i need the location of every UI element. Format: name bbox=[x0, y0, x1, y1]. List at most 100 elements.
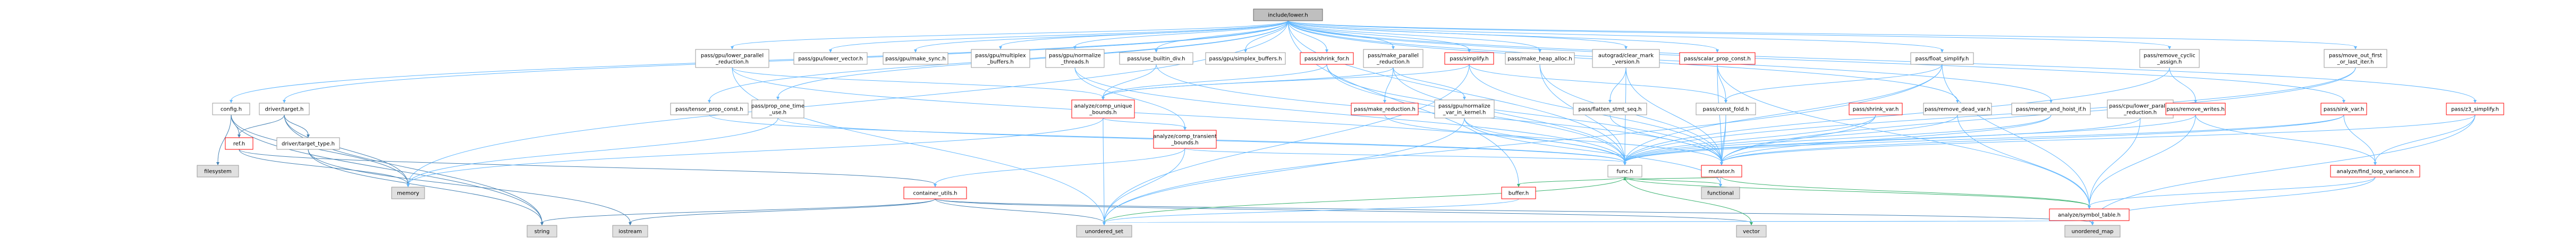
node-tensor-prop-const[interactable]: pass/tensor_prop_const.h bbox=[670, 103, 749, 115]
node-box-sink-var bbox=[2320, 103, 2367, 115]
node-label-container-utils: container_utils.h bbox=[913, 191, 957, 197]
node-mutator[interactable]: mutator.h bbox=[1701, 165, 1742, 178]
edge-remove_cyclic_assign-to-remove_writes bbox=[2169, 67, 2196, 101]
edge-sink_var-to-func bbox=[1624, 114, 2344, 163]
node-prop-one-time-use[interactable]: pass/prop_one_time_use.h bbox=[751, 99, 804, 119]
edge-use_builtin_div-to-comp_unique_bounds bbox=[1103, 64, 1157, 98]
edge-mutator-to-func bbox=[1624, 176, 1722, 180]
node-ref[interactable]: ref.h bbox=[225, 137, 253, 150]
arrowhead-comp_transient_bounds-to-container_utils bbox=[934, 184, 937, 187]
node-config[interactable]: config.h bbox=[212, 103, 250, 115]
arrowhead-root-to-driver_target bbox=[283, 100, 286, 103]
node-box-gpu-simplex-buffers bbox=[1205, 52, 1286, 65]
node-label-float-simplify: pass/float_simplify.h bbox=[1916, 56, 1969, 62]
node-memory[interactable]: memory bbox=[391, 187, 425, 199]
node-remove-writes[interactable]: pass/remove_writes.h bbox=[2165, 103, 2226, 115]
node-vector[interactable]: vector bbox=[1736, 225, 1767, 238]
node-functional[interactable]: functional bbox=[1701, 187, 1740, 199]
edge-cpu_lower_parallel_reduction-to-symbol_table bbox=[2089, 117, 2141, 207]
node-gpu-normalize-threads[interactable]: pass/gpu/normalize_threads.h bbox=[1045, 49, 1105, 68]
node-box-vector bbox=[1736, 225, 1767, 238]
node-buffer[interactable]: buffer.h bbox=[1501, 187, 1536, 199]
edge-func-to-symbol_table bbox=[1624, 176, 2090, 207]
node-unordered-map[interactable]: unordered_map bbox=[2064, 225, 2121, 238]
node-box-move-out-first-or-last-iter bbox=[2324, 49, 2387, 68]
node-remove-dead-var[interactable]: pass/remove_dead_var.h bbox=[1923, 103, 1992, 115]
node-make-reduction[interactable]: pass/make_reduction.h bbox=[1351, 103, 1419, 115]
edge-remove_dead_var-to-symbol_table bbox=[1957, 114, 2090, 207]
edge-float_simplify-to-unordered_set bbox=[1104, 64, 1943, 223]
node-gpu-simplex-buffers[interactable]: pass/gpu/simplex_buffers.h bbox=[1205, 52, 1286, 65]
node-merge-and-hoist-if[interactable]: pass/merge_and_hoist_if.h bbox=[2011, 103, 2091, 115]
node-const-fold[interactable]: pass/const_fold.h bbox=[1696, 103, 1756, 115]
node-iostream[interactable]: iostream bbox=[612, 225, 648, 238]
arrowhead-z3_simplify-to-mutator bbox=[1720, 162, 1723, 165]
node-label-shrink-for: pass/shrink_for.h bbox=[1304, 56, 1349, 62]
node-label-gpu-simplex-buffers: pass/gpu/simplex_buffers.h bbox=[1209, 56, 1282, 62]
node-move-out-first-or-last-iter[interactable]: pass/move_out_first_or_last_iter.h bbox=[2324, 49, 2387, 68]
node-func[interactable]: func.h bbox=[1607, 165, 1642, 178]
node-shrink-for[interactable]: pass/shrink_for.h bbox=[1300, 52, 1354, 65]
node-float-simplify[interactable]: pass/float_simplify.h bbox=[1910, 52, 1974, 65]
node-find-loop-variance[interactable]: analyze/find_loop_variance.h bbox=[2330, 165, 2420, 178]
node-box-comp-unique-bounds bbox=[1071, 99, 1135, 119]
node-box-const-fold bbox=[1696, 103, 1756, 115]
node-simplify[interactable]: pass/simplify.h bbox=[1444, 52, 1494, 65]
edge-container_utils-to-iostream bbox=[630, 198, 936, 223]
node-label-shrink-var: pass/shrink_var.h bbox=[1853, 107, 1899, 113]
node-filesystem[interactable]: filesystem bbox=[197, 165, 239, 178]
arrowhead-root-to-gpu_make_sync bbox=[914, 49, 917, 53]
node-gpu-normalize-var-in-kernel[interactable]: pass/gpu/normalize_var_in_kernel.h bbox=[1434, 99, 1495, 119]
node-make-parallel-reduction[interactable]: pass/make_parallel_reduction.h bbox=[1363, 49, 1423, 68]
node-cpu-lower-parallel-reduction[interactable]: pass/cpu/lower_parallel_reduction.h bbox=[2107, 99, 2174, 119]
node-symbol-table[interactable]: analyze/symbol_table.h bbox=[2049, 208, 2130, 221]
node-label-remove-writes: pass/remove_writes.h bbox=[2166, 107, 2224, 113]
node-shrink-var[interactable]: pass/shrink_var.h bbox=[1849, 103, 1903, 115]
node-gpu-lower-vector[interactable]: pass/gpu/lower_vector.h bbox=[793, 52, 868, 65]
node-gpu-make-sync[interactable]: pass/gpu/make_sync.h bbox=[883, 52, 948, 65]
node-label-prop-one-time-use: pass/prop_one_time bbox=[751, 104, 804, 110]
edge-comp_transient_bounds-to-container_utils bbox=[935, 148, 1185, 185]
edge-float_simplify-to-symbol_table bbox=[1942, 64, 2090, 207]
edge-root-to-merge_and_hoist_if bbox=[1287, 20, 2052, 101]
edge-driver_target-to-ref bbox=[239, 114, 285, 136]
node-label-prop-one-time-use: _use.h bbox=[769, 110, 786, 116]
node-comp-unique-bounds[interactable]: analyze/comp_unique_bounds.h bbox=[1071, 99, 1135, 119]
arrowhead-simplify-to-comp_unique_bounds bbox=[1101, 97, 1105, 100]
node-label-make-heap-alloc: pass/make_heap_alloc.h bbox=[1507, 56, 1572, 62]
node-autograd-clear-mark-version[interactable]: autograd/clear_mark_version.h bbox=[1592, 49, 1660, 68]
node-label-autograd-clear-mark-version: _version.h bbox=[1612, 60, 1639, 65]
node-unordered-set[interactable]: unordered_set bbox=[1076, 225, 1132, 238]
arrowhead-root-to-scalar_prop_const bbox=[1716, 49, 1719, 53]
node-container-utils[interactable]: container_utils.h bbox=[903, 187, 967, 199]
node-label-remove-cyclic-assign: _assign.h bbox=[2157, 60, 2182, 65]
node-label-gpu-normalize-var-in-kernel: pass/gpu/normalize bbox=[1438, 104, 1490, 110]
node-scalar-prop-const[interactable]: pass/scalar_prop_const.h bbox=[1679, 52, 1756, 65]
node-gpu-multiplex-buffers[interactable]: pass/gpu/multiplex_buffers.h bbox=[971, 49, 1030, 68]
edge-config-to-filesystem bbox=[217, 114, 232, 163]
node-comp-transient-bounds[interactable]: analyze/comp_transient_bounds.h bbox=[1153, 130, 1217, 149]
node-label-flatten-stmt-seq: pass/flatten_stmt_seq.h bbox=[1578, 107, 1641, 113]
node-box-driver-target-type bbox=[276, 137, 340, 150]
node-label-ref: ref.h bbox=[233, 141, 245, 147]
node-remove-cyclic-assign[interactable]: pass/remove_cyclic_assign.h bbox=[2139, 49, 2200, 68]
node-driver-target-type[interactable]: driver/target_type.h bbox=[276, 137, 340, 150]
node-root[interactable]: include/lower.h bbox=[1253, 9, 1323, 21]
node-flatten-stmt-seq[interactable]: pass/flatten_stmt_seq.h bbox=[1573, 103, 1647, 115]
node-z3-simplify[interactable]: pass/z3_simplify.h bbox=[2446, 103, 2504, 115]
node-gpu-lower-parallel-reduction[interactable]: pass/gpu/lower_parallel_reduction.h bbox=[695, 49, 769, 68]
node-label-functional: functional bbox=[1707, 191, 1734, 197]
node-label-make-parallel-reduction: pass/make_parallel bbox=[1368, 53, 1419, 59]
node-label-comp-transient-bounds: _bounds.h bbox=[1171, 140, 1198, 146]
arrowhead-mutator-to-func bbox=[1623, 177, 1626, 180]
node-box-remove-cyclic-assign bbox=[2139, 49, 2200, 68]
node-use-builtin-div[interactable]: pass/use_builtin_div.h bbox=[1119, 52, 1193, 65]
edge-gpu_lower_parallel_reduction-to-unordered_set bbox=[732, 67, 1105, 223]
edge-buffer-to-unordered_set bbox=[1104, 198, 1519, 223]
node-sink-var[interactable]: pass/sink_var.h bbox=[2320, 103, 2367, 115]
edge-root-to-use_builtin_div bbox=[1156, 20, 1289, 51]
node-driver-target[interactable]: driver/target.h bbox=[259, 103, 310, 115]
node-box-comp-transient-bounds bbox=[1153, 130, 1217, 149]
node-make-heap-alloc[interactable]: pass/make_heap_alloc.h bbox=[1505, 52, 1575, 65]
node-string[interactable]: string bbox=[527, 225, 557, 238]
